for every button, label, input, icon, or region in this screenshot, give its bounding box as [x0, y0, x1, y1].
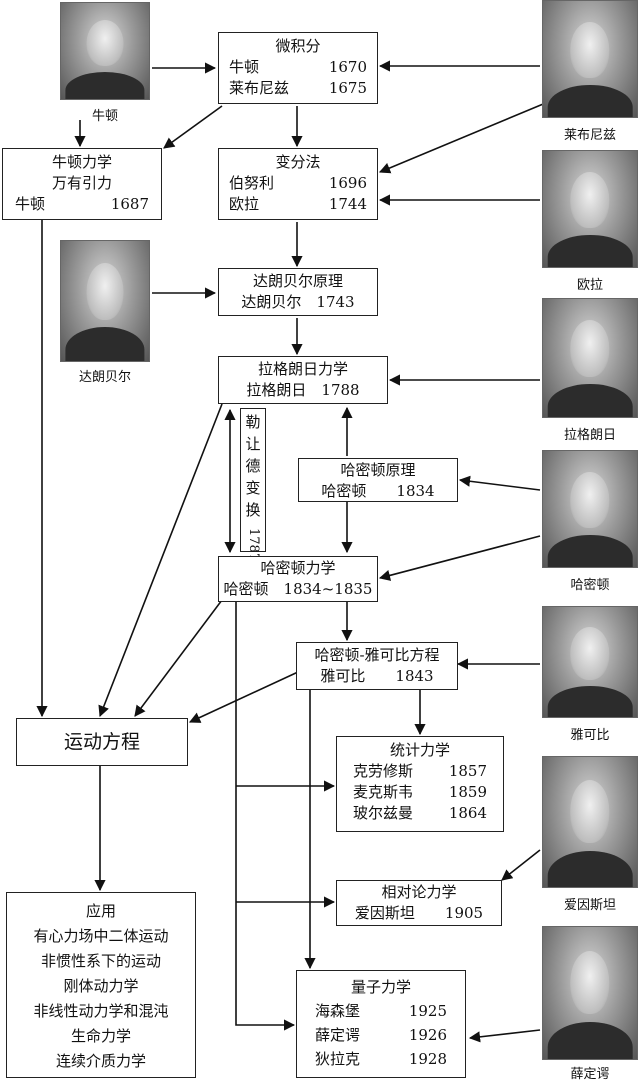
- einstein-portrait: [542, 756, 638, 888]
- hamilton-portrait: [542, 450, 638, 568]
- arrow-schrodinger-quantum: [468, 1029, 541, 1043]
- calculus-title: 微积分: [275, 37, 321, 55]
- stat-title: 统计力学: [389, 741, 450, 759]
- dalembert-line: 达朗贝尔 1743: [241, 293, 355, 311]
- hj-title: 哈密顿-雅可比方程: [314, 646, 440, 664]
- newtonmech-line-1: 牛顿力学: [51, 153, 112, 171]
- relativity-title: 相对论力学: [381, 883, 457, 901]
- box-relativity: 相对论力学 爱因斯坦 1905: [336, 880, 502, 926]
- application-item: 有心力场中二体运动: [33, 927, 169, 945]
- arrow-hmech-motion: [134, 599, 223, 717]
- box-hamilton-mechanics: 哈密顿力学 哈密顿 1834~1835: [218, 556, 378, 602]
- application-item: 刚体动力学: [63, 977, 139, 995]
- box-legendre-transform: 勒 让 德 变 换 1787: [240, 408, 266, 561]
- box-dalembert: 达朗贝尔原理 达朗贝尔 1743: [218, 268, 378, 316]
- arrow-leibniz-variational: [378, 101, 549, 174]
- application-item: 连续介质力学: [55, 1052, 146, 1070]
- arrow-hamiltonp-hmech: [378, 535, 541, 581]
- hmech-title: 哈密顿力学: [260, 559, 336, 577]
- box-lagrange: 拉格朗日力学 拉格朗日 1788: [218, 356, 388, 404]
- newton-portrait: [60, 2, 150, 100]
- application-item: 非线性动力学和混沌: [33, 1002, 169, 1020]
- application-item: 非惯性系下的运动: [40, 952, 161, 970]
- relativity-line: 爱因斯坦 1905: [354, 904, 484, 922]
- leibniz-portrait: [542, 0, 638, 118]
- box-hamilton-principle: 哈密顿原理 哈密顿 1834: [298, 458, 458, 502]
- euler-portrait: [542, 150, 638, 268]
- quantum-title: 量子力学: [350, 978, 411, 996]
- box-motion-equation: 运动方程: [16, 718, 188, 766]
- euler-name: 欧拉: [576, 278, 603, 293]
- motion-title: 运动方程: [63, 731, 140, 753]
- hprinciple-line: 哈密顿 1834: [321, 482, 435, 500]
- hprinciple-title: 哈密顿原理: [340, 461, 416, 479]
- arrow-hmech-quantum: [235, 602, 296, 1031]
- jacobi-name: 雅可比: [570, 728, 610, 743]
- arrow-hj-motion: [188, 671, 299, 723]
- box-hamilton-jacobi: 哈密顿-雅可比方程 雅可比 1843: [296, 642, 458, 690]
- dalembert-name: 达朗贝尔: [78, 370, 131, 385]
- newton-name: 牛顿: [91, 109, 118, 124]
- newtonmech-line-2: 万有引力: [51, 174, 112, 192]
- jacobi-portrait: [542, 606, 638, 718]
- arrow-einstein-relativity: [501, 849, 541, 881]
- arrow-lagrange-motion: [98, 403, 223, 718]
- leibniz-name: 莱布尼兹: [563, 128, 616, 143]
- variational-title: 变分法: [275, 153, 321, 171]
- lagrange-title: 拉格朗日力学: [257, 360, 348, 378]
- lagrange-portrait: [542, 298, 638, 418]
- box-applications: 应用 有心力场中二体运动 非惯性系下的运动 刚体动力学 非线性动力学和混沌 生命…: [6, 892, 196, 1078]
- dalembert-portrait: [60, 240, 150, 362]
- arrow-calculus-newtonmech: [163, 105, 223, 149]
- schrodinger-name: 薛定谔: [570, 1067, 610, 1082]
- dalembert-title: 达朗贝尔原理: [252, 272, 343, 290]
- arrow-hamiltonp-hprinciple: [458, 475, 541, 491]
- application-item: 生命力学: [70, 1027, 131, 1045]
- lagrange-line: 拉格朗日 1788: [246, 381, 360, 399]
- hmech-line: 哈密顿 1834~1835: [223, 580, 373, 598]
- lagrange-name: 拉格朗日: [563, 428, 616, 443]
- applications-title: 应用: [85, 902, 116, 920]
- hj-line: 雅可比 1843: [320, 667, 434, 685]
- hamilton-name: 哈密顿: [570, 578, 610, 593]
- einstein-name: 爱因斯坦: [563, 898, 616, 913]
- schrodinger-portrait: [542, 926, 638, 1060]
